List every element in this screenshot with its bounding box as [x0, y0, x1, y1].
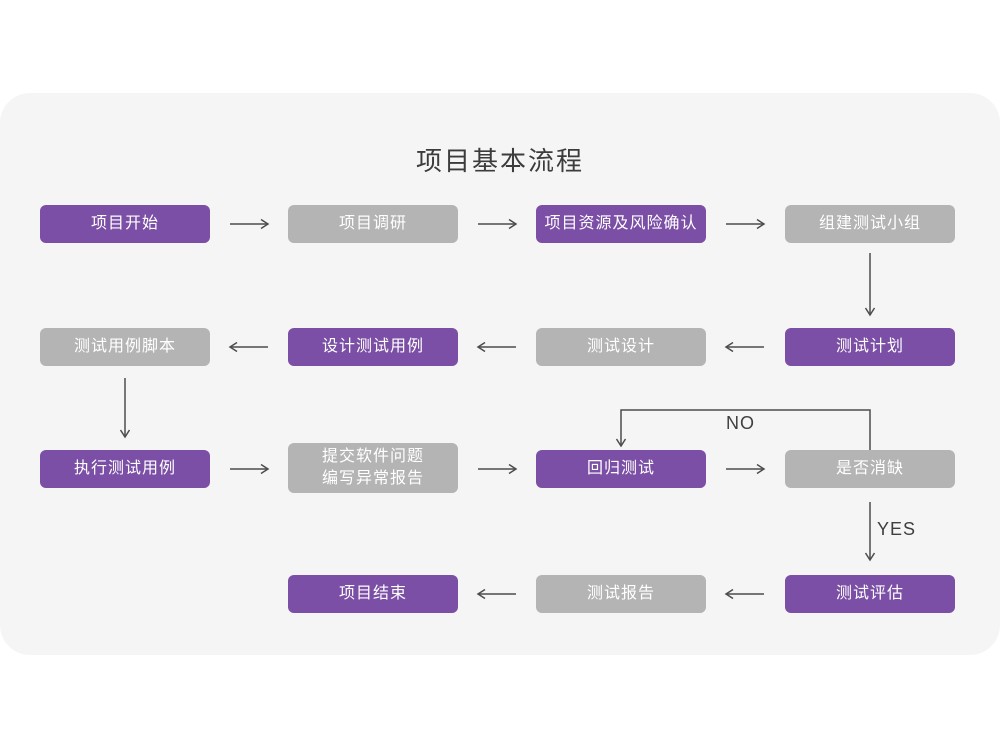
node-label: 测试评估 — [835, 585, 904, 602]
node-label: 测试用例脚本 — [73, 338, 176, 355]
yes-branch-label: YES — [877, 519, 917, 539]
node-regression-test: 回归测试 — [536, 450, 706, 488]
node-label: 是否消缺 — [835, 460, 904, 477]
node-test-report: 测试报告 — [536, 575, 706, 613]
node-label: 项目开始 — [90, 215, 159, 232]
node-label: 回归测试 — [586, 460, 655, 477]
node-submit-issue-report: 提交软件问题 编写异常报告 — [288, 443, 458, 493]
node-design-test-cases: 设计测试用例 — [288, 328, 458, 366]
node-project-research: 项目调研 — [288, 205, 458, 243]
node-defect-cleared: 是否消缺 — [785, 450, 955, 488]
node-test-case-script: 测试用例脚本 — [40, 328, 210, 366]
node-test-design: 测试设计 — [536, 328, 706, 366]
node-test-evaluation: 测试评估 — [785, 575, 955, 613]
diagram-title: 项目基本流程 — [415, 146, 584, 176]
no-branch-label: NO — [726, 413, 755, 433]
node-label: 执行测试用例 — [73, 460, 176, 477]
node-label: 项目调研 — [338, 215, 407, 232]
node-label: 提交软件问题 编写异常报告 — [321, 448, 424, 487]
node-label: 组建测试小组 — [818, 215, 921, 232]
node-run-test-cases: 执行测试用例 — [40, 450, 210, 488]
node-label: 项目结束 — [338, 585, 407, 602]
node-resource-risk-confirm: 项目资源及风险确认 — [536, 205, 706, 243]
node-project-end: 项目结束 — [288, 575, 458, 613]
node-label: 测试设计 — [586, 338, 655, 355]
node-test-plan: 测试计划 — [785, 328, 955, 366]
node-label: 设计测试用例 — [321, 338, 424, 355]
node-label: 测试计划 — [835, 338, 904, 355]
node-build-test-team: 组建测试小组 — [785, 205, 955, 243]
flowchart-card — [0, 93, 1000, 655]
node-project-start: 项目开始 — [40, 205, 210, 243]
node-label: 项目资源及风险确认 — [544, 215, 698, 232]
node-label: 测试报告 — [586, 585, 655, 602]
